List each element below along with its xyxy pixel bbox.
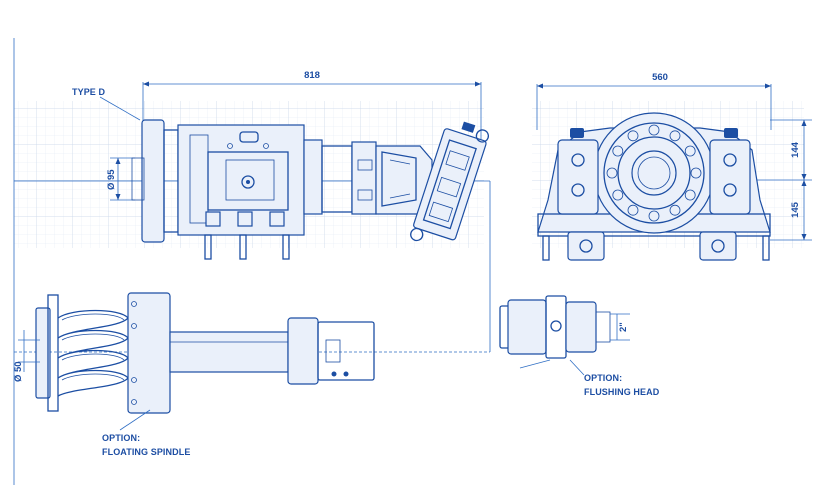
option-flushing-line2: FLUSHING HEAD	[584, 387, 660, 397]
dimension-length-label: 818	[304, 70, 320, 81]
dimension-height-upper-label: 144	[790, 141, 801, 158]
dimension-d95: Ø 95	[106, 157, 135, 201]
option-spindle-line1: OPTION:	[102, 433, 140, 443]
dimension-width-label: 560	[652, 72, 668, 83]
flushing-head	[499, 295, 611, 369]
front-view-drilling-unit	[537, 112, 771, 261]
floating-spindle	[35, 292, 375, 414]
bolt-ring	[606, 124, 702, 222]
dimension-d50: Ø 50	[13, 330, 40, 382]
flushing-head-callout: OPTION: FLUSHING HEAD	[569, 359, 660, 397]
diameter-95-label: Ø 95	[106, 169, 117, 190]
diameter-50-label: Ø 50	[13, 361, 24, 382]
dimension-height-lower-label: 145	[790, 201, 801, 218]
dimension-heights: 144 145	[700, 119, 812, 241]
option-spindle-line2: FLOATING SPINDLE	[102, 447, 190, 457]
thread-size-label: 2"	[618, 322, 629, 332]
side-view-drilling-unit	[131, 119, 490, 260]
dimension-560: 560	[536, 72, 772, 130]
dimension-818: 818	[143, 70, 481, 87]
type-d-label: TYPE D	[72, 87, 106, 97]
floating-spindle-callout: OPTION: FLOATING SPINDLE	[102, 409, 190, 457]
type-d-callout: TYPE D	[72, 87, 141, 121]
option-flushing-line1: OPTION:	[584, 373, 622, 383]
dimension-thread: 2"	[610, 313, 630, 341]
